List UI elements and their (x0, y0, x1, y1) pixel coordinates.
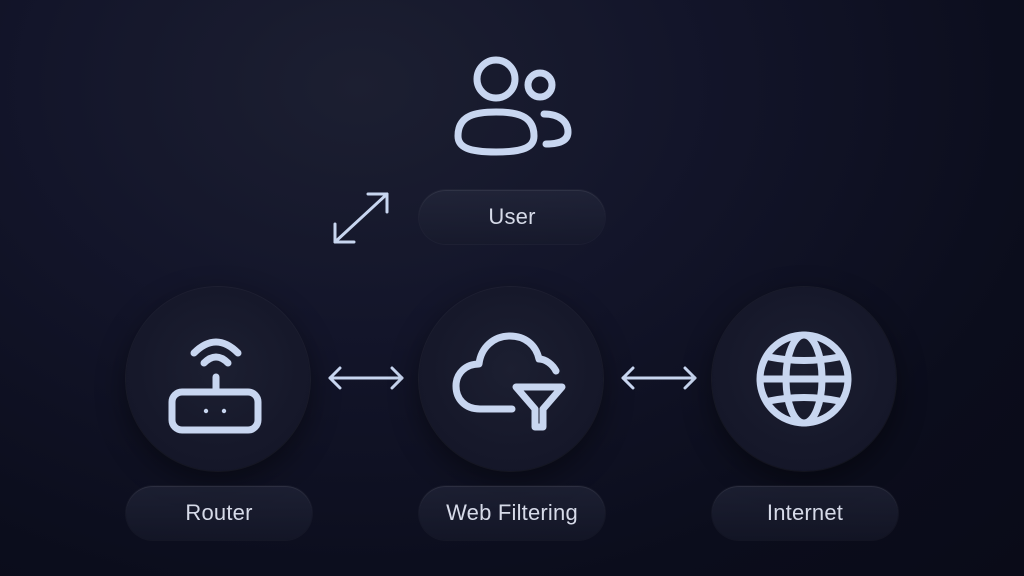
double-arrow-horizontal-icon (328, 366, 404, 390)
globe-icon (756, 331, 852, 427)
web-filtering-node (419, 287, 603, 471)
web-filtering-label: Web Filtering (446, 500, 578, 525)
router-label: Router (185, 500, 253, 525)
router-node (126, 287, 310, 471)
internet-label: Internet (766, 500, 844, 525)
node-label-router: Router (126, 486, 312, 540)
router-wifi-icon (168, 338, 262, 434)
node-label-internet: Internet (712, 486, 898, 540)
node-label-web-filtering: Web Filtering (419, 486, 605, 540)
users-icon (454, 56, 572, 156)
double-arrow-horizontal-icon (621, 366, 697, 390)
user-label: User (488, 204, 536, 229)
internet-node (712, 287, 896, 471)
cloud-filter-icon (452, 332, 566, 431)
node-label-user: User (419, 190, 605, 244)
double-arrow-diagonal-icon (333, 192, 389, 244)
